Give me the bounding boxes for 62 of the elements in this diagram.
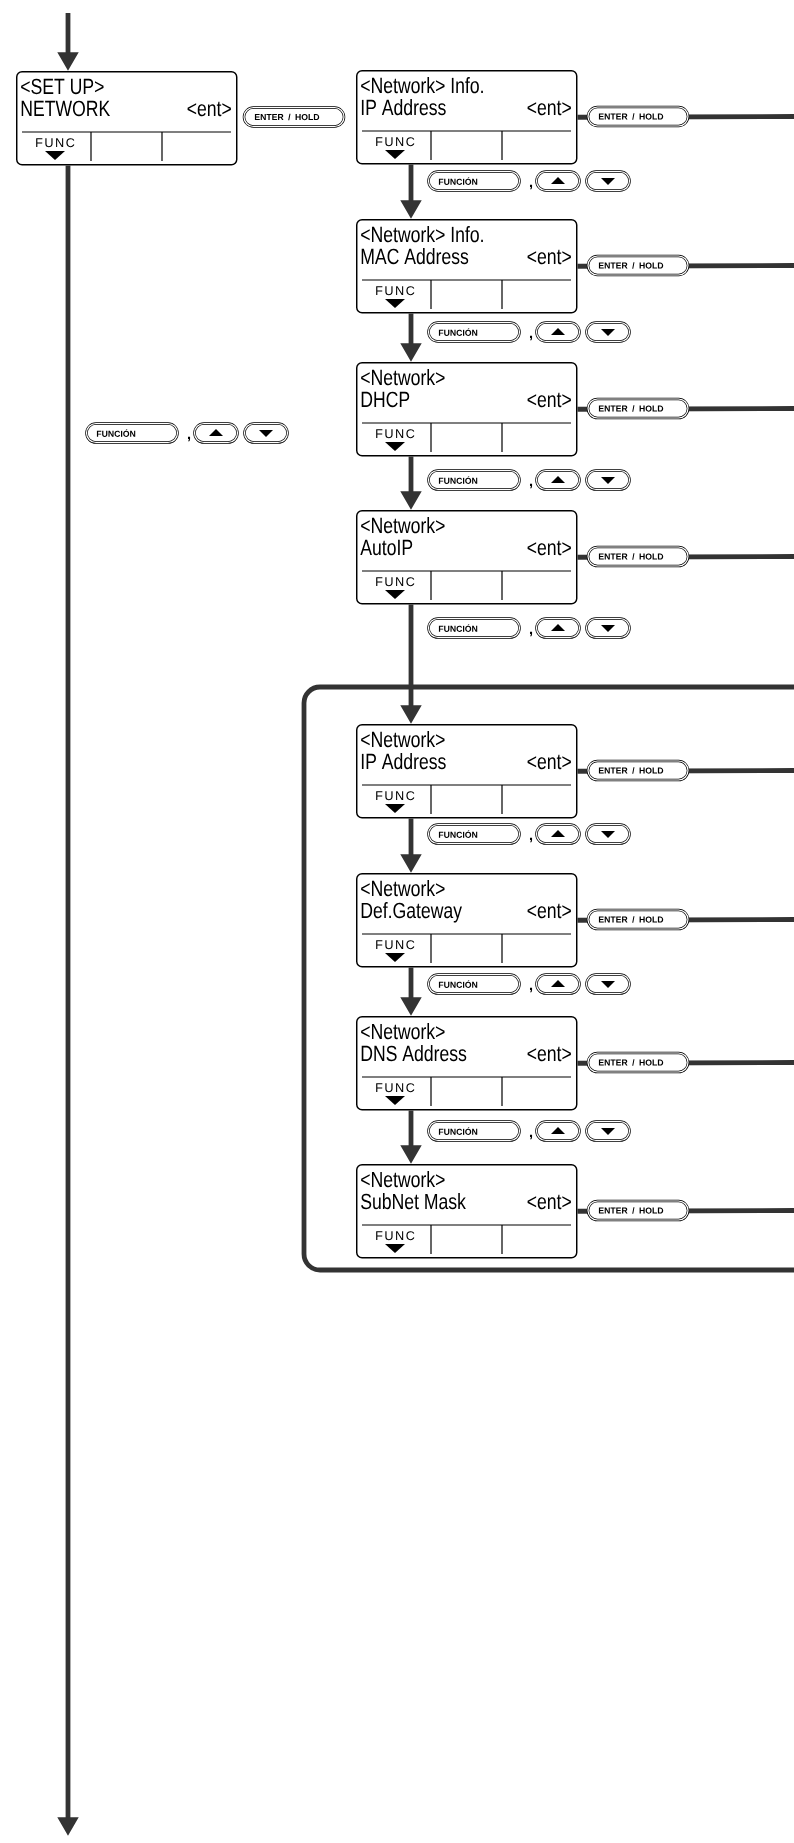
screen-text: <Network> xyxy=(361,1171,445,1188)
function-key: FUNCIÓN xyxy=(427,617,521,639)
function-key: FUNCIÓN xyxy=(85,422,179,444)
enter-key: ENTER / HOLD xyxy=(586,908,690,931)
screen-text: <ent> xyxy=(187,101,231,117)
softkey-label: FUNC xyxy=(376,577,415,587)
screen-text: <ent> xyxy=(527,392,571,408)
screen-text: SubNet Mask xyxy=(361,1193,466,1210)
comma: , xyxy=(529,837,533,843)
screen-text: DNS Address xyxy=(361,1045,467,1062)
screen-text: AutoIP xyxy=(360,539,413,556)
screen-text: <ent> xyxy=(527,1046,571,1062)
screen-text: IP Address xyxy=(361,99,446,116)
softkey-label: FUNC xyxy=(376,429,415,439)
enter-key: ENTER / HOLD xyxy=(586,759,690,782)
enter-key: ENTER / HOLD xyxy=(586,397,690,420)
screen-text: IP Address xyxy=(361,753,446,770)
screen-text: NETWORK xyxy=(21,100,110,117)
screen-text: <ent> xyxy=(527,1194,571,1210)
enter-key: ENTER / HOLD xyxy=(586,545,690,568)
screen-text: <ent> xyxy=(527,754,571,770)
function-key: FUNCIÓN xyxy=(427,973,521,995)
screen-text: <Network> xyxy=(361,369,445,386)
screen-text: <Network> xyxy=(361,731,445,748)
softkey-label: FUNC xyxy=(376,1231,415,1241)
comma: , xyxy=(529,335,533,341)
comma: , xyxy=(529,184,533,190)
function-key: FUNCIÓN xyxy=(427,170,521,192)
enter-key: ENTER / HOLD xyxy=(242,106,346,128)
function-key: FUNCIÓN xyxy=(427,823,521,845)
screen-text: DHCP xyxy=(361,391,410,408)
screen-text: Def.Gateway xyxy=(361,902,462,923)
screen-text: <ent> xyxy=(527,540,571,556)
enter-key: ENTER / HOLD xyxy=(586,254,690,277)
enter-key: ENTER / HOLD xyxy=(586,1051,690,1074)
function-key: FUNCIÓN xyxy=(427,469,521,491)
softkey-label: FUNC xyxy=(376,137,415,147)
screen-text: <Network> xyxy=(361,1023,445,1040)
enter-key: ENTER / HOLD xyxy=(586,105,690,128)
comma: , xyxy=(187,436,191,442)
group-frame xyxy=(301,684,794,1273)
screen-text: <Network> xyxy=(361,880,445,897)
screen-text: <ent> xyxy=(527,100,571,116)
screen-text: <ent> xyxy=(527,249,571,265)
function-key: FUNCIÓN xyxy=(427,321,521,343)
screen-text: <SET UP> xyxy=(21,78,104,95)
screen-text: MAC Address xyxy=(361,248,469,265)
softkey-label: FUNC xyxy=(376,1083,415,1093)
screen-text: <Network> Info. xyxy=(361,226,483,243)
enter-key: ENTER / HOLD xyxy=(586,1199,690,1222)
softkey-label: FUNC xyxy=(376,940,415,950)
comma: , xyxy=(529,631,533,637)
screen-text: <Network> xyxy=(361,517,445,534)
screen-text: <ent> xyxy=(527,903,571,919)
softkey-label: FUNC xyxy=(36,138,75,148)
softkey-label: FUNC xyxy=(376,286,415,296)
comma: , xyxy=(529,987,533,993)
softkey-label: FUNC xyxy=(376,791,415,801)
comma: , xyxy=(529,483,533,489)
screen-text: <Network> Info. xyxy=(361,77,483,94)
function-key: FUNCIÓN xyxy=(427,1120,521,1142)
comma: , xyxy=(529,1134,533,1140)
